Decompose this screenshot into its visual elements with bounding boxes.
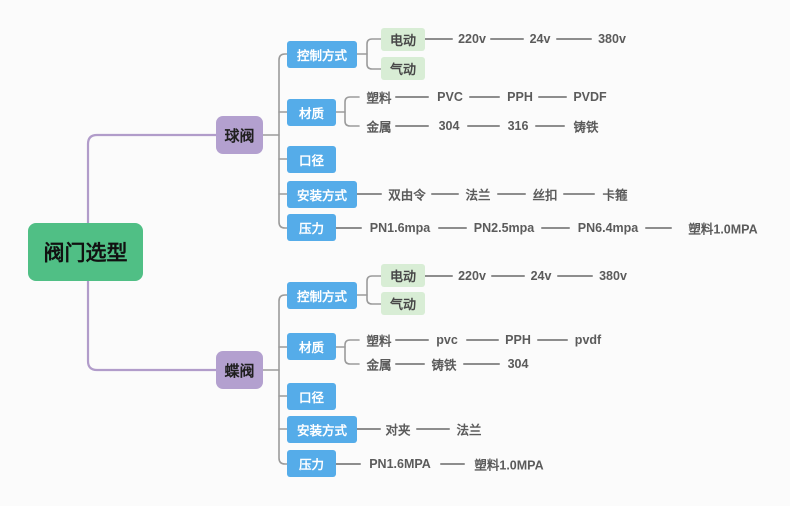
text-ball-union[interactable]: 双由令 [388, 188, 426, 203]
text-butterfly-wafer[interactable]: 对夹 [385, 423, 411, 438]
text-ball-metal[interactable]: 金属 [366, 120, 392, 135]
topic-ball-install-mode[interactable]: 安装方式 [287, 181, 357, 208]
text-butterfly-volt-24v[interactable]: 24v [530, 269, 552, 283]
topic-ball-material[interactable]: 材质 [287, 99, 336, 126]
text-ball-cast-iron[interactable]: 铸铁 [573, 120, 599, 135]
text-butterfly-pvdf[interactable]: pvdf [574, 333, 602, 347]
text-butterfly-pn16[interactable]: PN1.6MPA [369, 457, 431, 471]
root-node-valve-selection[interactable]: 阀门选型 [28, 223, 143, 281]
text-ball-plastic[interactable]: 塑料 [366, 91, 392, 106]
text-ball-pvdf[interactable]: PVDF [573, 90, 607, 104]
leaf-ball-electric[interactable]: 电动 [381, 28, 425, 51]
topic-ball-pressure[interactable]: 压力 [287, 214, 336, 241]
text-ball-pn16[interactable]: PN1.6mpa [369, 221, 431, 235]
text-ball-plastic-10mpa[interactable]: 塑料1.0MPA [688, 222, 758, 237]
text-ball-thread[interactable]: 丝扣 [532, 188, 558, 203]
leaf-butterfly-electric[interactable]: 电动 [381, 264, 425, 287]
topic-butterfly-material[interactable]: 材质 [287, 333, 336, 360]
text-ball-pph[interactable]: PPH [507, 90, 533, 104]
text-ball-pvc[interactable]: PVC [437, 90, 463, 104]
topic-ball-control-mode[interactable]: 控制方式 [287, 41, 357, 68]
text-ball-volt-220v[interactable]: 220v [458, 32, 486, 46]
text-butterfly-flange[interactable]: 法兰 [456, 423, 482, 438]
topic-butterfly-diameter[interactable]: 口径 [287, 383, 336, 410]
topic-butterfly-install-mode[interactable]: 安装方式 [287, 416, 357, 443]
leaf-ball-pneumatic[interactable]: 气动 [381, 57, 425, 80]
branch-node-butterfly-valve[interactable]: 蝶阀 [216, 351, 263, 389]
topic-butterfly-pressure[interactable]: 压力 [287, 450, 336, 477]
text-butterfly-pvc[interactable]: pvc [436, 333, 458, 347]
text-butterfly-pph[interactable]: PPH [505, 333, 531, 347]
topic-butterfly-control-mode[interactable]: 控制方式 [287, 282, 357, 309]
branch-node-ball-valve[interactable]: 球阀 [216, 116, 263, 154]
text-butterfly-plastic-10mpa[interactable]: 塑料1.0MPA [474, 458, 544, 473]
text-ball-pn64[interactable]: PN6.4mpa [577, 221, 639, 235]
text-ball-pn25[interactable]: PN2.5mpa [473, 221, 535, 235]
text-butterfly-volt-380v[interactable]: 380v [599, 269, 627, 283]
text-butterfly-metal[interactable]: 金属 [366, 358, 392, 373]
topic-ball-diameter[interactable]: 口径 [287, 146, 336, 173]
text-butterfly-volt-220v[interactable]: 220v [458, 269, 486, 283]
text-ball-volt-380v[interactable]: 380v [598, 32, 626, 46]
leaf-butterfly-pneumatic[interactable]: 气动 [381, 292, 425, 315]
text-ball-316[interactable]: 316 [507, 119, 529, 133]
text-butterfly-plastic[interactable]: 塑料 [366, 334, 392, 349]
text-butterfly-cast-iron[interactable]: 铸铁 [431, 358, 457, 373]
text-ball-304[interactable]: 304 [438, 119, 460, 133]
text-ball-clamp[interactable]: 卡箍 [602, 188, 628, 203]
text-ball-volt-24v[interactable]: 24v [529, 32, 551, 46]
text-butterfly-304[interactable]: 304 [507, 357, 529, 371]
text-ball-flange[interactable]: 法兰 [465, 188, 491, 203]
